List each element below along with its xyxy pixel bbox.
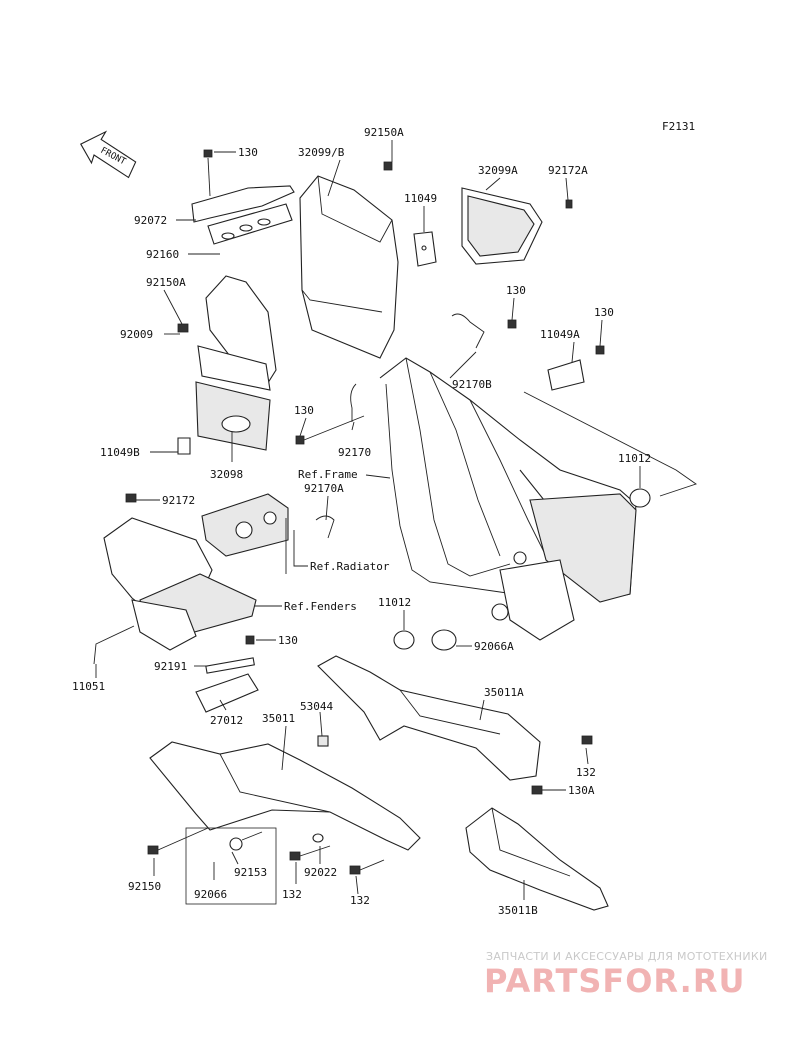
label-92170b: 92170B — [452, 378, 492, 391]
label-ref-radiator: Ref.Radiator — [310, 560, 390, 573]
label-35011a: 35011A — [484, 686, 524, 699]
bracket-11049a-icon — [547, 345, 605, 391]
bracket-92072-icon — [191, 149, 295, 245]
main-frame-icon — [379, 357, 651, 641]
label-ref-frame: Ref.Frame — [298, 468, 358, 481]
label-11049b: 11049B — [100, 446, 140, 459]
cover-32099b-icon — [299, 161, 399, 359]
label-11049: 11049 — [404, 192, 437, 205]
bracket-27012-icon — [195, 673, 259, 713]
front-arrow-icon: FRONT — [79, 130, 137, 179]
label-132-c: 132 — [350, 894, 370, 907]
label-27012: 27012 — [210, 714, 243, 727]
label-ref-fenders: Ref.Fenders — [284, 600, 357, 613]
label-92170a: 92170A — [304, 482, 344, 495]
label-92066: 92066 — [194, 888, 227, 901]
fender-box-icon — [93, 517, 257, 665]
label-92170: 92170 — [338, 446, 371, 459]
label-130a: 130A — [568, 784, 595, 797]
label-92072: 92072 — [134, 214, 167, 227]
bracket-35011-icon — [149, 735, 421, 851]
bracket-35011b-icon — [465, 785, 609, 911]
bolt-92150-icon — [147, 827, 209, 855]
label-92150: 92150 — [128, 880, 161, 893]
watermark-logo: PARTSFOR.RU — [484, 962, 746, 1000]
label-92172: 92172 — [162, 494, 195, 507]
bracket-11049-icon — [413, 231, 437, 267]
label-92191: 92191 — [154, 660, 187, 673]
label-11049a: 11049A — [540, 328, 580, 341]
battery-case-icon — [177, 275, 277, 455]
cap-11012-icon — [393, 629, 457, 651]
label-92022: 92022 — [304, 866, 337, 879]
label-11051: 11051 — [72, 680, 105, 693]
label-130-b: 130 — [506, 284, 526, 297]
label-130: 130 — [238, 146, 258, 159]
label-92066a: 92066A — [474, 640, 514, 653]
leader-lines — [95, 140, 697, 900]
bolt-132-icon — [289, 833, 385, 875]
label-92009: 92009 — [120, 328, 153, 341]
callout-box — [185, 827, 277, 905]
label-32098: 32098 — [210, 468, 243, 481]
watermark-tagline: ЗАПЧАСТИ И АКСЕССУАРЫ ДЛЯ МОТОТЕХНИКИ — [486, 950, 768, 963]
bolt-92153-icon — [229, 831, 263, 851]
bracket-35011a-icon — [317, 655, 593, 781]
label-132-b: 132 — [282, 888, 302, 901]
side-cover-32099a-icon — [461, 187, 573, 265]
label-92153: 92153 — [234, 866, 267, 879]
label-132-a: 132 — [576, 766, 596, 779]
label-92150a: 92150A — [146, 276, 186, 289]
figure-code: F2131 — [662, 120, 695, 133]
label-130-e: 130 — [278, 634, 298, 647]
part-labels: 130 92072 92160 92150A 32099/B 11049 320… — [72, 126, 651, 917]
label-35011b: 35011B — [498, 904, 538, 917]
label-92172a: 92172A — [548, 164, 588, 177]
label-32099b: 32099/B — [298, 146, 345, 159]
label-130-d: 130 — [294, 404, 314, 417]
wire-92170b-icon — [451, 313, 517, 349]
label-35011: 35011 — [262, 712, 295, 725]
label-11012-a: 11012 — [618, 452, 651, 465]
pin-92191-icon — [205, 635, 255, 674]
label-92160: 92160 — [146, 248, 179, 261]
label-130-c: 130 — [594, 306, 614, 319]
label-11012-b: 11012 — [378, 596, 411, 609]
label-53044: 53044 — [300, 700, 333, 713]
label-32099a: 32099A — [478, 164, 518, 177]
label-92150a-top: 92150A — [364, 126, 404, 139]
